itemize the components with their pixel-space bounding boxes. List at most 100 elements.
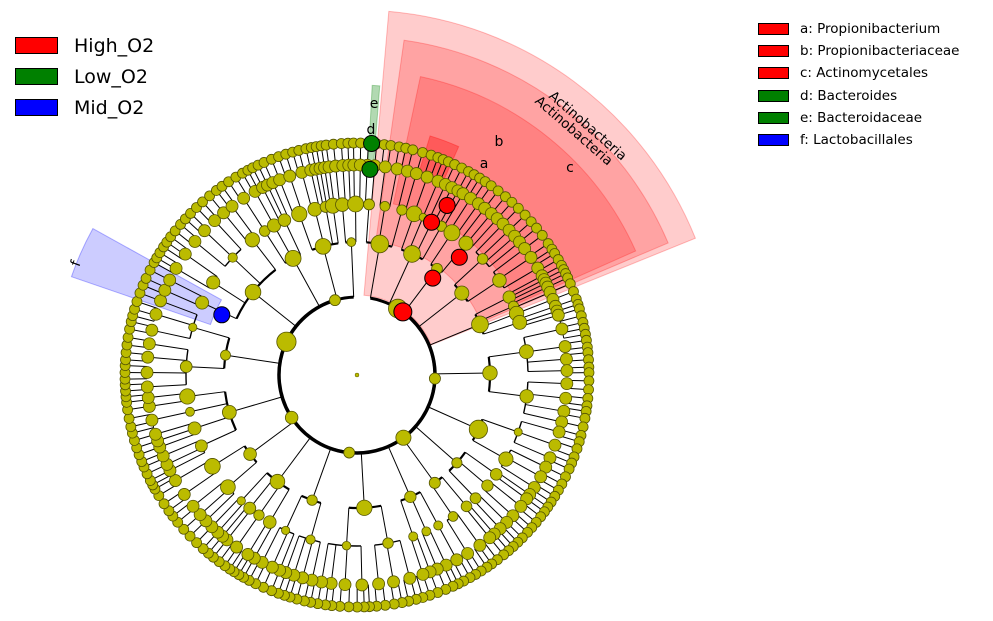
tree-edge: [346, 507, 350, 546]
tree-node: [221, 404, 237, 420]
tree-node: [236, 496, 246, 506]
root-node: [354, 372, 360, 378]
tree-edge: [512, 286, 548, 304]
tree-edge: [410, 537, 424, 575]
tree-edge: [464, 451, 497, 475]
tree-edge: [456, 513, 481, 546]
tree-edge: [175, 267, 210, 289]
tree-edge: [400, 500, 414, 537]
tree-edge: [342, 165, 346, 205]
tree-node: [471, 315, 489, 334]
tree-edge: [226, 508, 252, 541]
tree-node: [341, 540, 352, 551]
tree-edge: [183, 471, 217, 495]
tree-edge: [497, 471, 530, 495]
tree-edge: [360, 452, 365, 508]
tree-edge: [441, 476, 467, 507]
tree-node: [514, 499, 528, 513]
tree-edge: [217, 502, 244, 533]
legend-item-mid-o2: Mid_O2: [15, 92, 154, 123]
highlighted-nodes: [213, 134, 468, 324]
tree-edge: [155, 313, 194, 326]
tree-edge: [252, 291, 297, 327]
cladogram-nodes: [119, 137, 595, 613]
class-legend: High_O2 Low_O2 Mid_O2: [15, 30, 154, 123]
node-actinobacteria-class: [424, 269, 442, 287]
tree-node: [403, 571, 417, 585]
tree-node: [363, 198, 375, 211]
tree-node: [551, 308, 565, 322]
tree-edge: [279, 533, 295, 571]
tree-edge: [399, 540, 411, 579]
tree-edge: [169, 452, 205, 471]
label-e: e: [370, 96, 379, 112]
tree-node: [237, 191, 251, 205]
tree-edge: [344, 545, 348, 585]
tree-node: [220, 479, 236, 495]
tree-edge: [527, 381, 567, 385]
tree-edge: [388, 253, 413, 305]
tree-edge: [379, 166, 386, 206]
tree-edge: [460, 208, 486, 240]
tree-node: [343, 446, 356, 459]
legend-label: c: Actinomycetales: [800, 65, 929, 82]
tree-edge: [437, 525, 458, 561]
tree-edge: [264, 230, 286, 264]
tree-node: [291, 205, 308, 223]
tree-edge: [518, 431, 556, 446]
clade-shade-class-actinobacteria: [375, 39, 669, 323]
tree-edge: [410, 496, 427, 532]
tree-node: [512, 314, 528, 330]
tree-edge: [253, 523, 274, 559]
legend-label: f: Lactobacillales: [800, 132, 913, 149]
tree-node: [450, 553, 464, 567]
legend-label: High_O2: [74, 34, 155, 57]
legend-swatch: [758, 45, 789, 58]
tree-edge: [166, 447, 203, 465]
tree-node: [158, 498, 170, 510]
tree-edge: [249, 420, 295, 455]
tree-node: [283, 169, 297, 183]
tree-node: [123, 413, 135, 424]
tree-edge: [470, 218, 498, 249]
tree-edge: [482, 418, 519, 433]
tree-node: [355, 578, 369, 592]
tree-node: [193, 508, 207, 522]
tree-node: [458, 235, 474, 251]
tree-node: [184, 530, 196, 542]
tree-node: [409, 167, 423, 180]
tree-edge: [277, 437, 311, 482]
tree-node: [244, 232, 260, 248]
tree-edge: [184, 253, 218, 277]
tree-edge: [510, 449, 546, 468]
tree-edge: [458, 460, 488, 486]
tree-edge: [272, 182, 289, 219]
tree-edge: [397, 171, 408, 210]
tree-edge: [421, 532, 438, 570]
tree-node: [145, 323, 159, 337]
tree-node: [396, 204, 408, 216]
tree-node: [347, 195, 364, 213]
tree-node: [443, 224, 461, 242]
tree-node: [433, 520, 444, 531]
tree-edge: [164, 289, 201, 307]
tree-edge: [151, 329, 191, 339]
tree-node: [476, 253, 489, 265]
tree-edge: [527, 358, 567, 363]
legend-label: d: Bacteroides: [800, 87, 898, 104]
node-e-bacteroidaceae: [361, 160, 379, 178]
tree-node: [382, 537, 394, 549]
tree-edge: [483, 489, 514, 517]
tree-node: [241, 548, 255, 561]
tree-node: [277, 213, 292, 227]
node-b-propionibacteriaceae: [423, 213, 441, 231]
tree-edge: [302, 540, 314, 578]
tree-edge: [386, 543, 395, 582]
tree-edge: [513, 441, 551, 459]
tree-edge: [292, 258, 320, 307]
tree-edge: [243, 197, 266, 232]
label-b: b: [495, 134, 504, 150]
tree-edge: [271, 531, 289, 568]
tree-edge: [225, 354, 280, 364]
tree-node: [243, 501, 257, 515]
